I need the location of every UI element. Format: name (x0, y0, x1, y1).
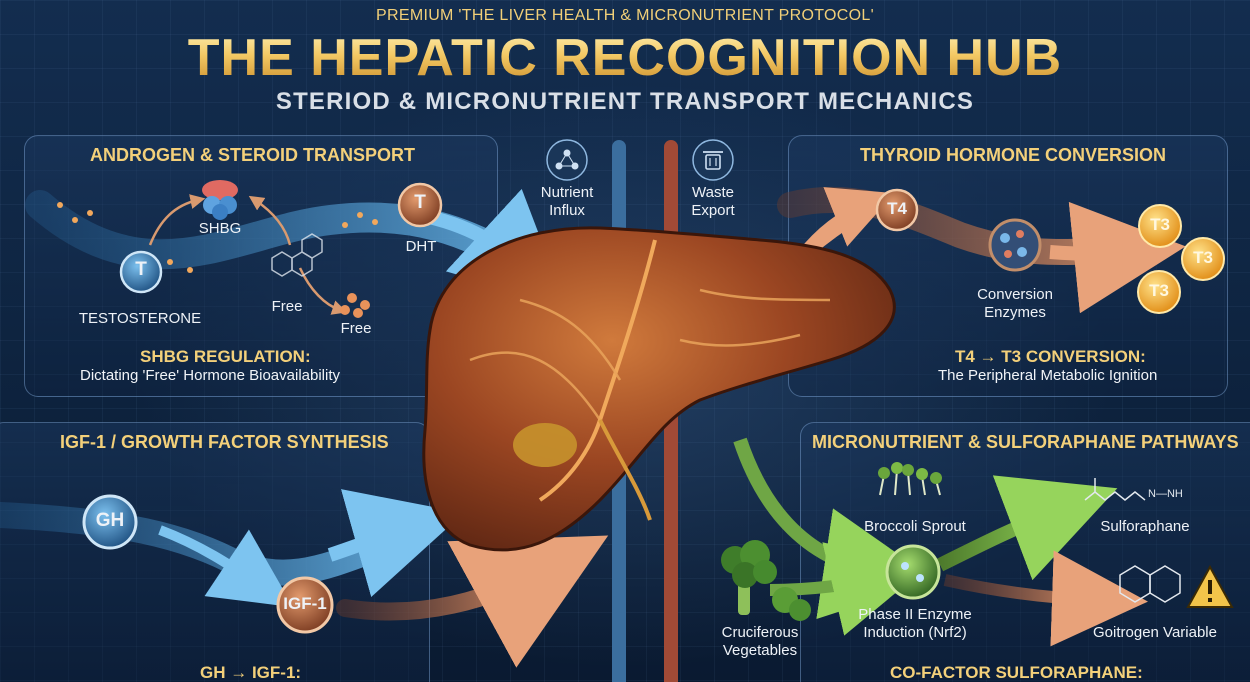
shbg-regulation-text: Dictating 'Free' Hormone Bioavailability (80, 367, 341, 384)
shbg-label: SHBG (198, 220, 242, 237)
t3-badge-label-2: T3 (1193, 248, 1213, 267)
page-title: THE HEPATIC RECOGNITION HUB (0, 28, 1250, 88)
dht-label: DHT (405, 238, 437, 255)
t4-badge-label: T4 (887, 199, 907, 218)
waste-export-label: Waste Export (691, 184, 735, 219)
gh-badge (82, 494, 138, 550)
phase2-to-sulforaphane-arrow (936, 475, 1118, 581)
nutrient-influx-label: Nutrient Influx (540, 184, 594, 219)
co-factor-sulforaphane-title: CO-FACTOR SULFORAPHANE: (890, 663, 1143, 682)
phase2-label: Phase II Enzyme Induction (Nrf2) (858, 606, 972, 641)
igf-flow-arrow (336, 535, 609, 668)
t3-badge-label-3: T3 (1149, 281, 1169, 300)
t4-t3-conversion-text: The Peripheral Metabolic Ignition (938, 367, 1158, 384)
conversion-enzymes-icon (988, 218, 1042, 272)
panel-androgen (24, 135, 498, 397)
t4-badge (875, 188, 919, 232)
molecule-dots (57, 202, 378, 273)
goitrogen-label: Goitrogen Variable (1093, 624, 1217, 641)
igf-badge-label: IGF-1 (283, 594, 327, 613)
free-label-1: Free (271, 298, 303, 315)
conversion-enzymes-label: Conversion Enzymes (977, 286, 1053, 321)
testosterone-label: TESTOSTERONE (78, 310, 202, 327)
t3-badge-label-1: T3 (1150, 215, 1170, 234)
t4-t3-conversion-title: T4 → T3 CONVERSION: (955, 347, 1146, 366)
androgen-flow-band (25, 190, 545, 285)
sulforaphane-structure: N—NH (1084, 478, 1183, 501)
igf-badge (276, 576, 334, 634)
gh-igf-bottom-title: GH → IGF-1: (200, 663, 302, 682)
broccoli-sprout-icon (878, 462, 942, 496)
sulforaphane-label: Sulforaphane (1100, 518, 1190, 535)
page-subtitle: STERIOD & MICRONUTRIENT TRANSPORT MECHAN… (275, 88, 975, 115)
goitrogen-structure (1119, 565, 1181, 603)
dht-badge (397, 182, 443, 228)
gh-badge-label: GH (95, 510, 125, 531)
testosterone-badge (119, 250, 163, 294)
steroid-structure (271, 233, 323, 277)
shbg-protein (202, 180, 238, 220)
dht-badge-letter: T (414, 192, 426, 213)
phase2-enzyme-icon (885, 544, 941, 600)
liver-illustration (422, 226, 896, 552)
shbg-regulation-title: SHBG REGULATION: (140, 347, 311, 366)
androgen-title: ANDROGEN & STEROID TRANSPORT (90, 145, 416, 165)
premium-banner: PREMIUM 'THE LIVER HEALTH & MICRONUTRIEN… (376, 7, 874, 24)
igf-title: IGF-1 / GROWTH FACTOR SYNTHESIS (60, 432, 389, 452)
gallbladder (513, 423, 577, 467)
svg-text:N—NH: N—NH (1148, 488, 1183, 500)
molecule-icon (546, 139, 588, 181)
warning-icon (1186, 564, 1234, 608)
free-label-2: Free (340, 320, 372, 337)
phase2-to-goitrogen-arrow (943, 550, 1148, 647)
testosterone-badge-letter: T (135, 259, 147, 280)
cruciferous-label: Cruciferous Vegetables (721, 624, 799, 659)
thyroid-title: THYROID HORMONE CONVERSION (860, 145, 1167, 165)
trash-icon (692, 139, 734, 181)
cruciferous-vegetables-icon (721, 540, 811, 621)
micronutrient-title: MICRONUTRIENT & SULFORAPHANE PATHWAYS (812, 432, 1239, 452)
t3-badges (1137, 204, 1225, 314)
broccoli-sprout-label: Broccoli Sprout (864, 518, 966, 535)
free-molecule (340, 293, 370, 318)
